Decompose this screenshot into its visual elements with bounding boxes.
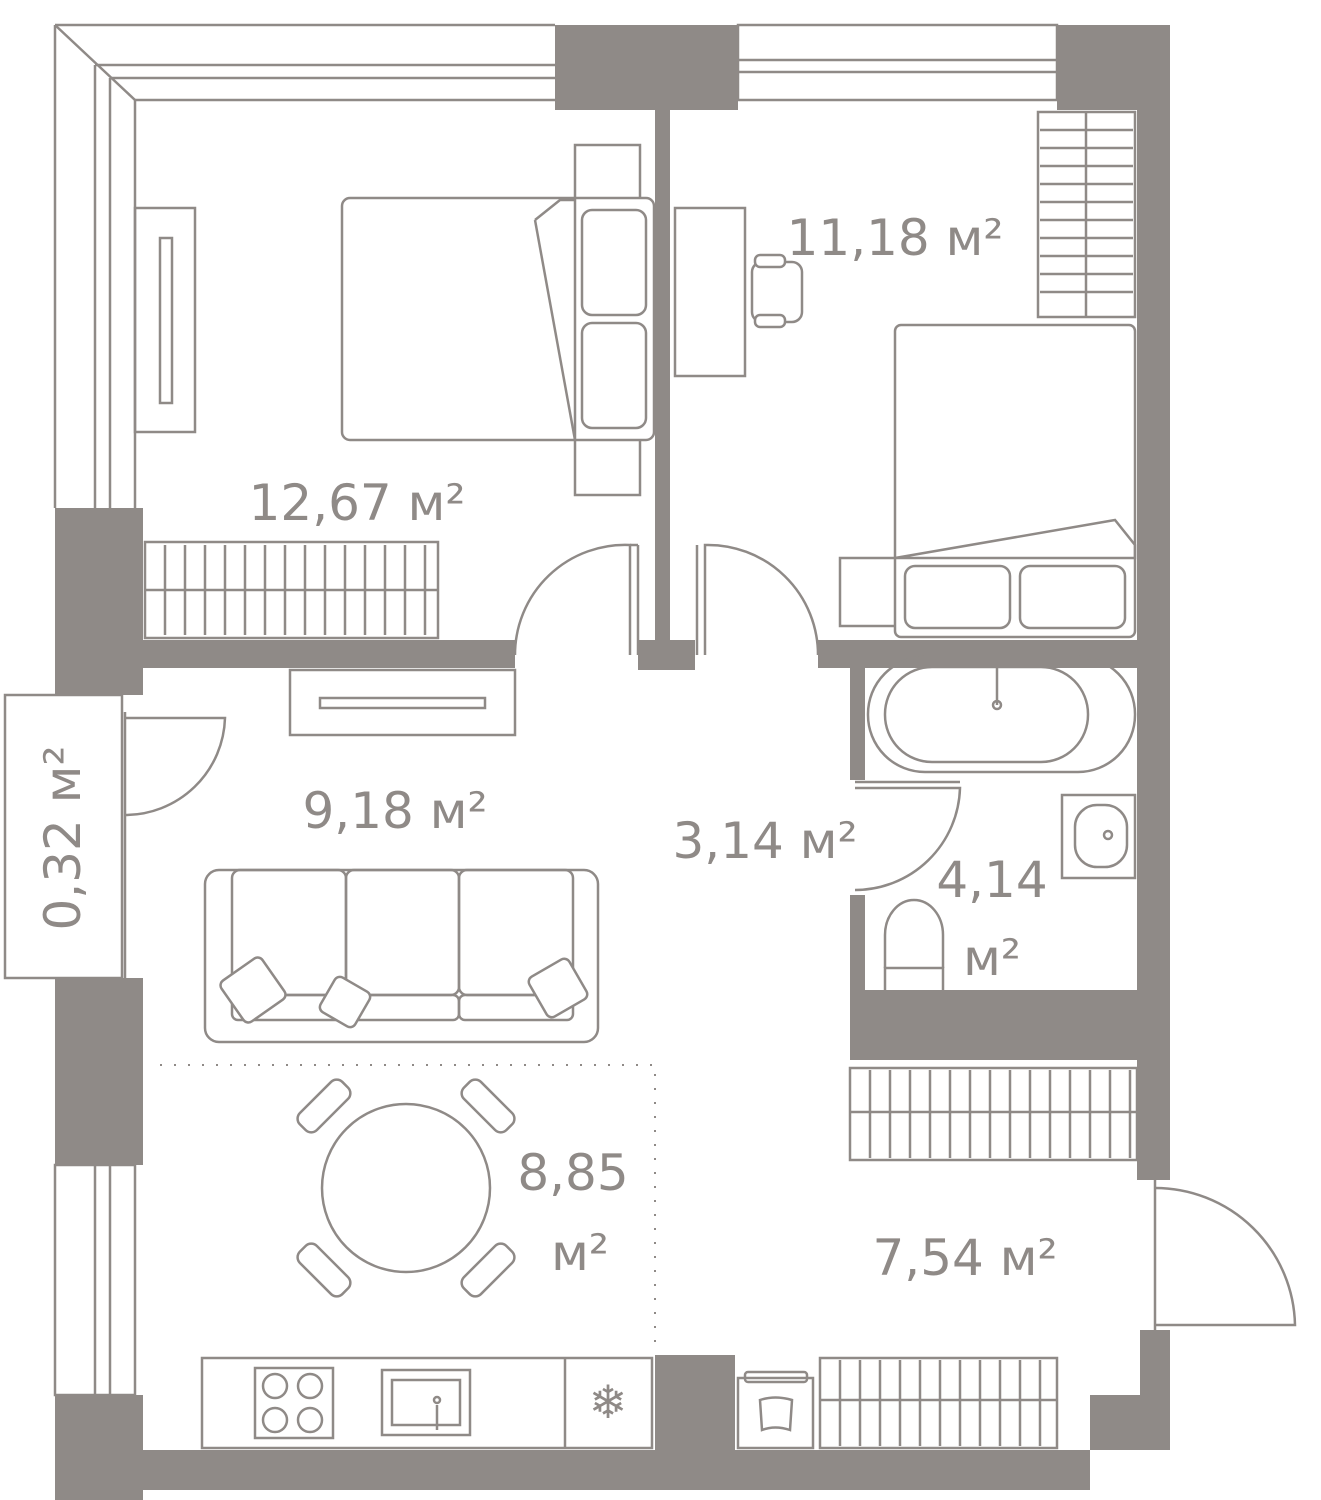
single-bed: [838, 323, 1137, 639]
kitchen-counter: [200, 1356, 654, 1450]
window-left-top: [53, 25, 137, 508]
double-bed: [340, 143, 656, 497]
wardrobe-hall-2: [818, 1356, 1059, 1450]
dining-area-label-number: 8,85: [517, 1144, 628, 1202]
window-left-bottom: [53, 1163, 137, 1397]
door-bedroom-1[interactable]: [513, 543, 640, 656]
door-bathroom[interactable]: [854, 780, 962, 892]
dining-table: [296, 1078, 516, 1298]
sofa: [203, 868, 600, 1044]
living-area-label: 9,18 м²: [303, 782, 488, 840]
wardrobe-hall-1: [848, 1066, 1139, 1162]
bathroom-area-label-unit: м²: [963, 929, 1021, 987]
entrance-door[interactable]: [1153, 1180, 1297, 1330]
walls: [55, 25, 1170, 1500]
window-top-right: [736, 23, 1059, 102]
wardrobe-bedroom-2: [1036, 110, 1137, 319]
stove-icon: [253, 1366, 335, 1440]
door-bedroom-2[interactable]: [695, 543, 820, 656]
corridor-area-label: 3,14 м²: [673, 812, 858, 870]
bedroom-1-area-label: 12,67 м²: [249, 474, 466, 532]
balcony: [3, 693, 124, 980]
dining-area-label-unit: м²: [551, 1224, 609, 1282]
washbasin: [1060, 793, 1137, 880]
bathtub: [866, 655, 1137, 774]
balcony-area-label: 0,32 м²: [34, 746, 92, 931]
desk-and-chair: [673, 206, 804, 378]
toilet: [883, 898, 945, 998]
window-top-left: [54, 23, 555, 102]
bathroom-area-label-number: 4,14: [936, 851, 1047, 909]
washing-machine: [736, 1370, 815, 1450]
wardrobe-bedroom-1: [143, 540, 440, 640]
snowflake-fridge-icon: ❄: [589, 1375, 628, 1429]
sink-icon: [380, 1368, 472, 1437]
tv-unit: [133, 206, 197, 434]
tv-stand: [288, 668, 517, 737]
bedroom-2-area-label: 11,18 м²: [787, 209, 1004, 267]
hall-area-label: 7,54 м²: [873, 1229, 1058, 1287]
door-balcony[interactable]: [123, 712, 227, 978]
